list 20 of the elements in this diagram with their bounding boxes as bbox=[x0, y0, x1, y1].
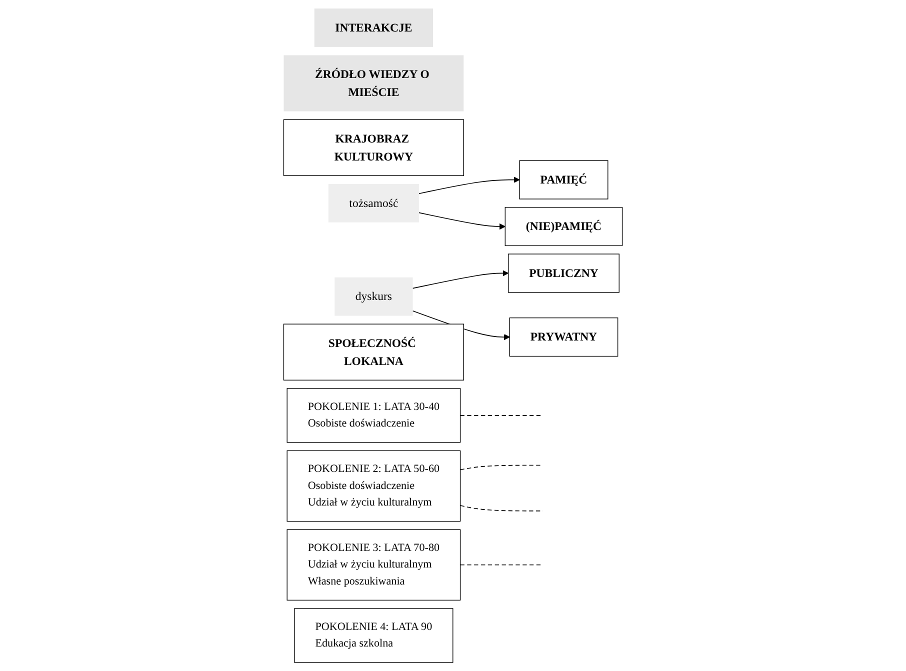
connector bbox=[460, 564, 544, 566]
node-box: POKOLENIE 1: LATA 30-40 Osobiste doświadczenie bbox=[286, 388, 461, 443]
arrow bbox=[418, 176, 520, 194]
node-box: dyskurs bbox=[334, 277, 413, 316]
node-box: tożsamość bbox=[328, 184, 419, 222]
connector bbox=[460, 415, 544, 416]
node-box: PUBLICZNY bbox=[508, 254, 620, 293]
node-box: INTERAKCJE bbox=[314, 8, 434, 47]
arrow bbox=[418, 212, 506, 230]
node-box: POKOLENIE 2: LATA 50-60 Osobiste doświadczenie Udział w życiu kulturalnym bbox=[286, 450, 461, 522]
node-box: PAMIĘĆ bbox=[519, 160, 608, 200]
node-box: KRAJOBRAZ KULTUROWY bbox=[283, 119, 464, 176]
connector bbox=[460, 464, 544, 470]
node-box: SPOŁECZNOŚĆ LOKALNA bbox=[283, 324, 464, 380]
node-box: (NIE)PAMIĘĆ bbox=[504, 206, 623, 246]
node-box: PRYWATNY bbox=[509, 318, 618, 357]
node-box: POKOLENIE 4: LATA 90 Edukacja szkolna bbox=[294, 608, 454, 663]
node-box: ŹRÓDŁO WIEDZY O MIEŚCIE bbox=[284, 55, 464, 112]
node-box: POKOLENIE 3: LATA 70-80 Udział w życiu kulturalnym Własne poszukiwania bbox=[286, 529, 461, 601]
arrow bbox=[412, 270, 509, 289]
